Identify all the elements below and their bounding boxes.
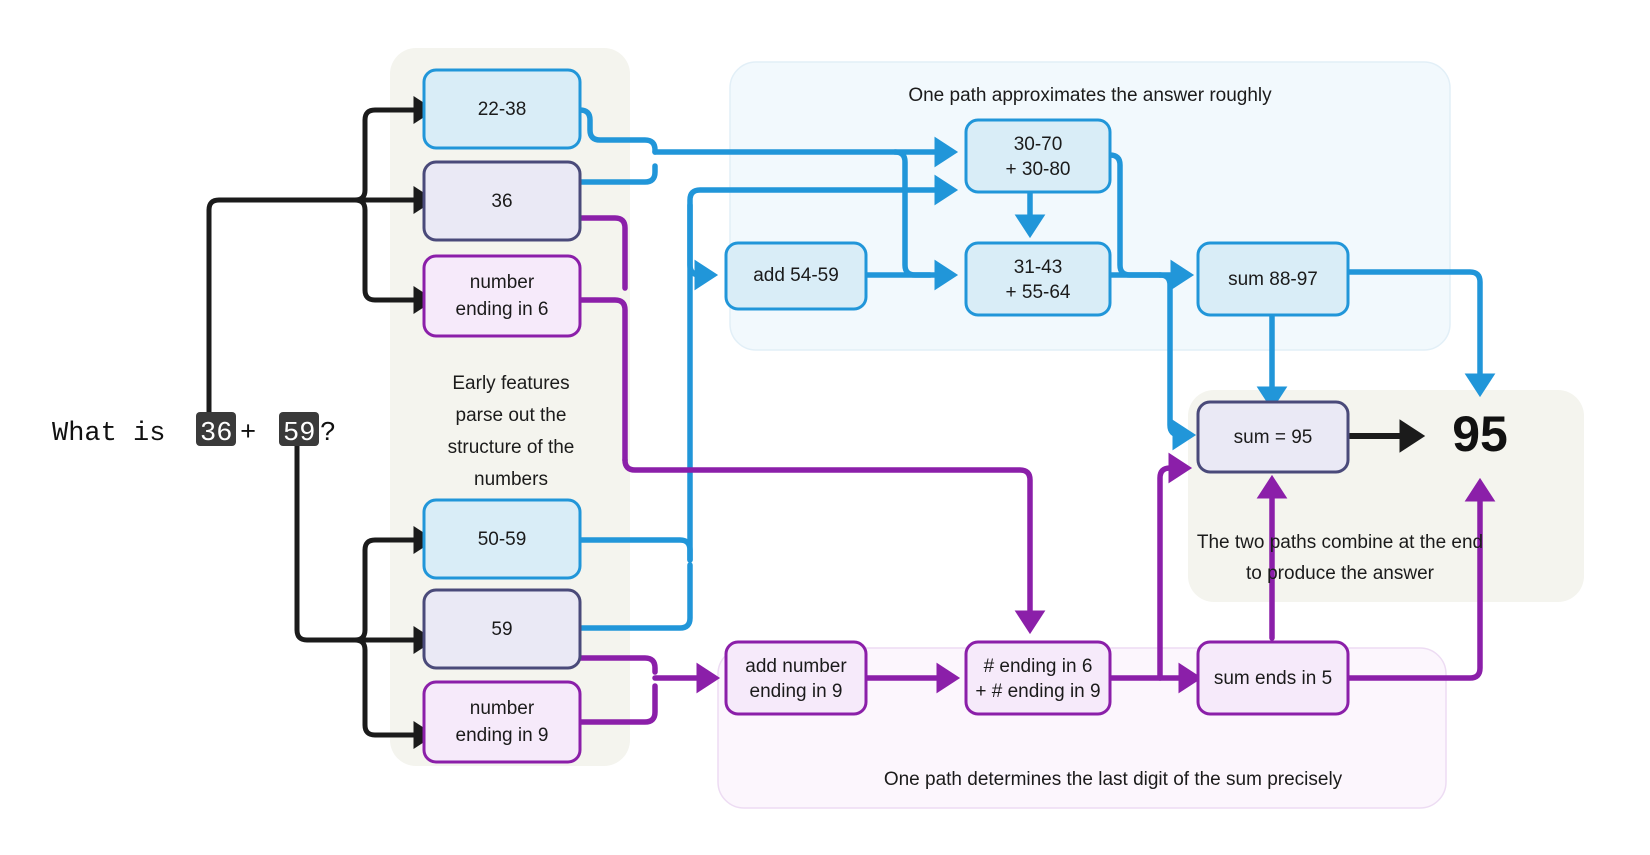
purple-edges [577,215,1496,725]
prompt-token-a: 36 [200,419,232,449]
node-sum-88-97[interactable]: sum 88-97 [1196,241,1350,317]
caption-combine-line2: to produce the answer [1246,563,1435,584]
node-label-line1: # ending in 6 [984,656,1093,677]
edge-59purple-out [577,655,658,675]
edge-2238-out [577,107,658,155]
edge-5059-out [577,537,693,563]
edge-36-to-end6 [352,197,436,315]
node-feat-50-59[interactable]: 50-59 [422,498,582,580]
node-add-number-ending-in-9[interactable]: add number ending in 9 [724,640,868,716]
nodes: 22-38 36 number ending in 6 50-59 59 [422,68,1350,764]
node-label-line1: number [470,698,535,719]
edge-end9-out [577,683,658,725]
node-sum-95[interactable]: sum = 95 [1196,400,1350,474]
edge-3070-right-to-sum8897 [1107,152,1163,278]
node-label: add 54-59 [753,265,839,286]
edge-36-trunk [206,197,358,421]
prompt-token-b-highlight [279,412,319,446]
edge-59-to-end9 [352,637,436,750]
prompt-token-b: 59 [283,419,315,449]
blue-edges [577,107,1496,631]
node-label: sum 88-97 [1228,269,1318,290]
node-range-30-70[interactable]: 30-70 + 30-80 [964,118,1112,194]
node-pair-ending-6-9[interactable]: # ending in 6 + # ending in 9 [964,640,1112,716]
prompt-suffix: ? [320,419,336,449]
caption-early-features-line2: parse out the [456,405,567,426]
edge-purple-trunk-top [622,457,1046,635]
edge-drop-a-to-3143 [892,149,933,278]
caption-precise-path: One path determines the last digit of th… [884,769,1343,790]
caption-early-features-line1: Early features [452,373,569,394]
node-feat-ending-in-9[interactable]: number ending in 9 [422,680,582,764]
node-feat-22-38[interactable]: 22-38 [422,68,582,150]
prompt-line: What is 36 + 59 ? [52,412,336,449]
node-label-line2: ending in 6 [456,299,549,320]
caption-approx-path: One path approximates the answer roughly [908,85,1272,106]
region-captions: Early features parse out the structure o… [448,85,1483,790]
node-feat-59[interactable]: 59 [422,588,582,670]
edge-59blue-out [577,562,693,631]
node-label: 59 [491,619,512,640]
prompt-prefix: What is [52,419,165,449]
node-feat-ending-in-6[interactable]: number ending in 6 [422,254,582,338]
prompt-middle: + [240,419,256,449]
edge-lower-trunk-to-3070 [687,174,959,563]
prompt-token-a-highlight [196,412,236,446]
node-label: 50-59 [478,529,527,550]
answer-value: 95 [1452,406,1508,462]
node-sum-ends-in-5[interactable]: sum ends in 5 [1196,640,1350,716]
node-label-line1: 31-43 [1014,257,1063,278]
node-label-line1: number [470,272,535,293]
caption-combine-line1: The two paths combine at the end [1197,532,1483,553]
edge-feed-down-to-sum95 [1157,272,1197,451]
node-label-line1: add number [745,656,847,677]
edge-36purple-out [577,215,628,291]
prompt-fanout-edges [206,96,436,750]
caption-early-features-line4: numbers [474,469,548,490]
node-label: sum ends in 5 [1214,668,1332,689]
node-label: 22-38 [478,99,527,120]
node-feat-36[interactable]: 36 [422,160,582,242]
node-label-line1: 30-70 [1014,134,1063,155]
edge-sumends-up-to-sum95 [1157,452,1193,681]
edge-sum8897-to-answer [1345,269,1496,398]
node-label: sum = 95 [1234,427,1313,448]
node-add-54-59[interactable]: add 54-59 [724,241,868,311]
node-label-line2: + 55-64 [1006,282,1071,303]
node-range-31-43[interactable]: 31-43 + 55-64 [964,241,1112,317]
edge-sumends5-to-answer [1345,477,1496,681]
edge-59-trunk [294,427,358,643]
edge-end6-out [577,297,628,463]
edge-trunk-to-add5459 [687,202,719,291]
node-label-line2: + 30-80 [1006,159,1071,180]
edge-36blue-out [577,163,658,185]
node-label: 36 [491,191,512,212]
caption-early-features-line3: structure of the [448,437,575,458]
node-label-line2: + # ending in 9 [975,681,1100,702]
node-label-line2: ending in 9 [456,725,549,746]
node-label-line2: ending in 9 [750,681,843,702]
